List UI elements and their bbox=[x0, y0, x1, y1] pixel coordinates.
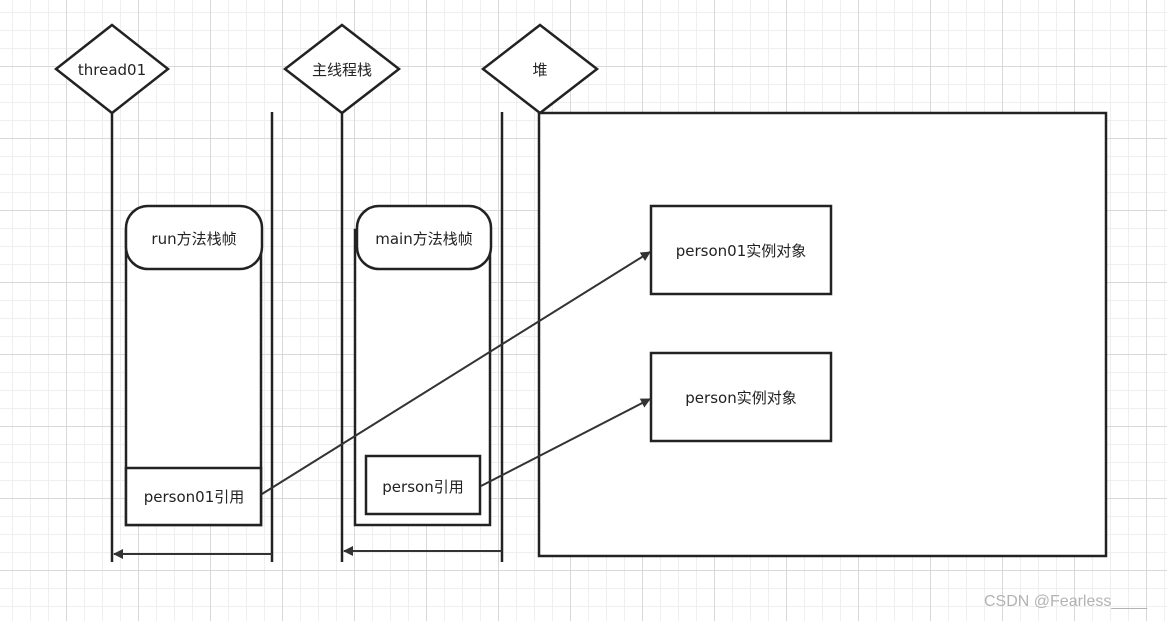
person01-ref-box bbox=[124, 466, 263, 527]
heap-header: 堆 bbox=[480, 23, 600, 115]
person01-ref-arrow bbox=[261, 251, 651, 495]
run-frame: run方法栈帧 person01引用 bbox=[124, 204, 264, 527]
person01-ref-label: person01引用 bbox=[144, 488, 245, 506]
main-stack-label: 主线程栈 bbox=[312, 61, 372, 79]
heap: 堆 person01实例对象 person实例对象 bbox=[480, 23, 1108, 558]
person-object-label: person实例对象 bbox=[685, 389, 796, 407]
heap-label: 堆 bbox=[532, 61, 547, 79]
person-ref-box bbox=[364, 454, 482, 516]
main-frame-header bbox=[355, 204, 493, 271]
thread01-stack: thread01 run方法栈帧 person01引用 bbox=[53, 23, 274, 562]
run-frame-label: run方法栈帧 bbox=[151, 230, 236, 248]
person-ref-label: person引用 bbox=[382, 478, 463, 496]
person01-object-box bbox=[649, 204, 833, 296]
person01-object-label: person01实例对象 bbox=[676, 242, 807, 260]
run-frame-header bbox=[124, 204, 264, 271]
main-frame-label: main方法栈帧 bbox=[375, 230, 472, 248]
heap-area bbox=[537, 111, 1108, 558]
main-stack: 主线程栈 main方法栈帧 person引用 bbox=[282, 23, 504, 562]
main-frame: main方法栈帧 person引用 bbox=[353, 204, 493, 527]
person-object-box bbox=[649, 351, 833, 443]
csdn-watermark: CSDN @Fearless____ bbox=[984, 593, 1147, 610]
person-ref-arrow bbox=[480, 398, 651, 487]
thread01-label: thread01 bbox=[78, 61, 146, 79]
thread01-header: thread01 bbox=[53, 23, 171, 115]
main-stack-header: 主线程栈 bbox=[282, 23, 402, 115]
